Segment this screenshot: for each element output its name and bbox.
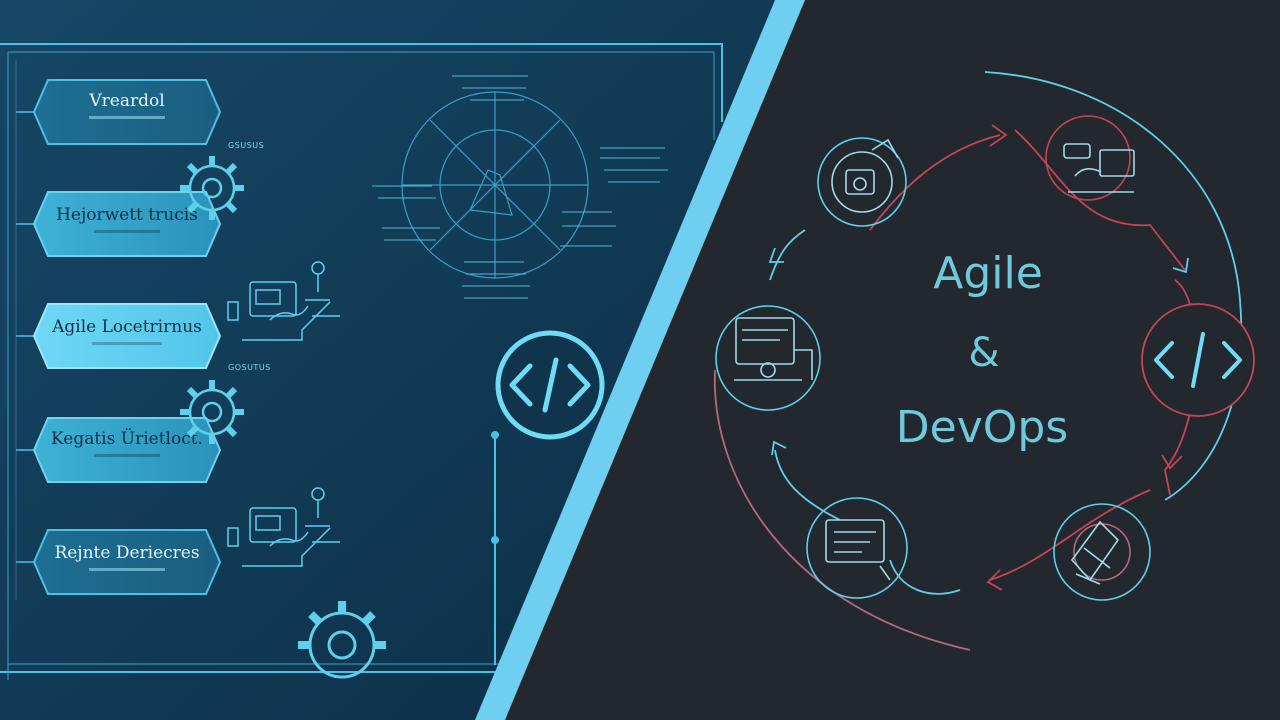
page-title: Agile & DevOps bbox=[896, 248, 1068, 453]
title-line-devops: DevOps bbox=[896, 402, 1068, 453]
code-brackets-icon bbox=[495, 330, 605, 440]
stage-pill-1-label: Vreardol bbox=[88, 91, 164, 111]
radial-blueprint-diagram bbox=[372, 75, 668, 299]
stage-pill-4-label: Kegatis Ürietloct. bbox=[51, 428, 203, 449]
gear-icon bbox=[298, 601, 386, 679]
monitor-checklist-icon bbox=[806, 497, 908, 599]
title-line-agile: Agile bbox=[933, 248, 1043, 299]
stage-pill-3-label: Agile Locetrirnus bbox=[51, 317, 202, 337]
gear-icon bbox=[180, 156, 244, 220]
stage-pill-1: Vreardol bbox=[32, 79, 222, 145]
title-line-ampersand: & bbox=[968, 330, 999, 376]
stage-pill-3: Agile Locetrirnus bbox=[32, 303, 222, 369]
side-label-1: GSUSUS bbox=[228, 141, 264, 150]
gear-icon bbox=[180, 380, 244, 444]
stage-pill-4: Kegatis Ürietloct. bbox=[32, 417, 222, 483]
laptop-desk-icon bbox=[1045, 115, 1135, 201]
stage-pill-2-label: Hejorwett trucis bbox=[56, 205, 198, 225]
code-brackets-icon bbox=[1141, 303, 1255, 417]
gear-tools-icon bbox=[1053, 503, 1151, 601]
developer-sketch-icon bbox=[227, 487, 340, 567]
developer-sketch-icon bbox=[227, 261, 340, 341]
stage-pill-5: Rejnte Deriecres bbox=[32, 529, 222, 595]
phone-workspace-icon bbox=[817, 137, 907, 227]
diagonal-divider bbox=[475, 0, 805, 720]
stage-pill-2: Hejorwett trucis bbox=[32, 191, 222, 257]
side-label-2: GOSUTUS bbox=[228, 363, 271, 372]
workstation-icon bbox=[715, 305, 821, 411]
stage-pill-5-label: Rejnte Deriecres bbox=[54, 543, 199, 563]
